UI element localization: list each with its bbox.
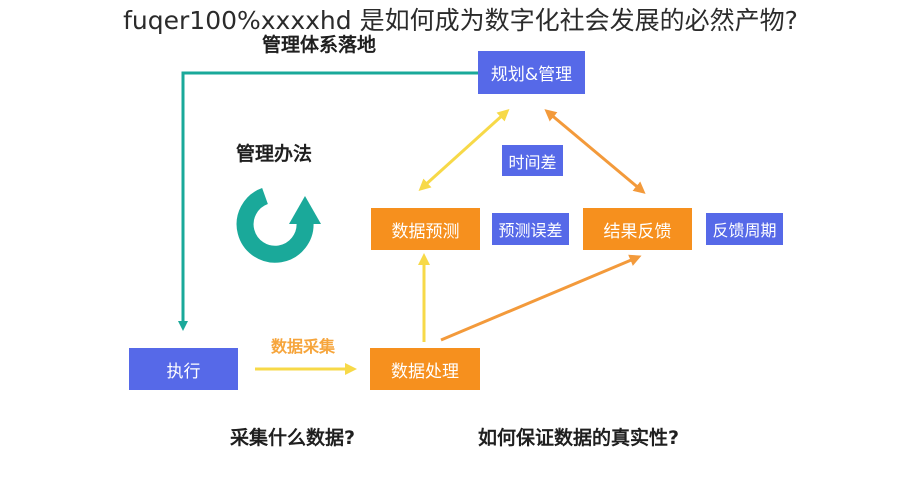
page-title: fuqer100%xxxxhd 是如何成为数字化社会发展的必然产物? (123, 6, 798, 35)
connector-planning-forecast (418, 108, 510, 192)
circular-arrow-icon (236, 188, 321, 263)
question-what-data: 采集什么数据? (230, 427, 356, 449)
connector-planning-feedback (544, 109, 646, 194)
connector-planning-to-execute (178, 71, 478, 331)
question-data-authenticity: 如何保证数据的真实性? (478, 427, 680, 449)
heading-management-system: 管理体系落地 (262, 34, 377, 56)
flow-label-data-collection: 数据采集 (271, 337, 336, 356)
heading-management-method: 管理办法 (236, 143, 313, 165)
node-data-forecast: 数据预测 (371, 208, 480, 250)
node-planning-management: 规划&管理 (478, 51, 585, 94)
tag-time-gap: 时间差 (502, 145, 563, 176)
connector-processing-to-feedback (440, 254, 642, 342)
tag-feedback-cycle: 反馈周期 (706, 213, 783, 245)
tag-forecast-error: 预测误差 (492, 213, 569, 245)
node-result-feedback: 结果反馈 (583, 208, 692, 250)
node-data-processing: 数据处理 (370, 348, 480, 390)
node-execute: 执行 (129, 348, 238, 390)
